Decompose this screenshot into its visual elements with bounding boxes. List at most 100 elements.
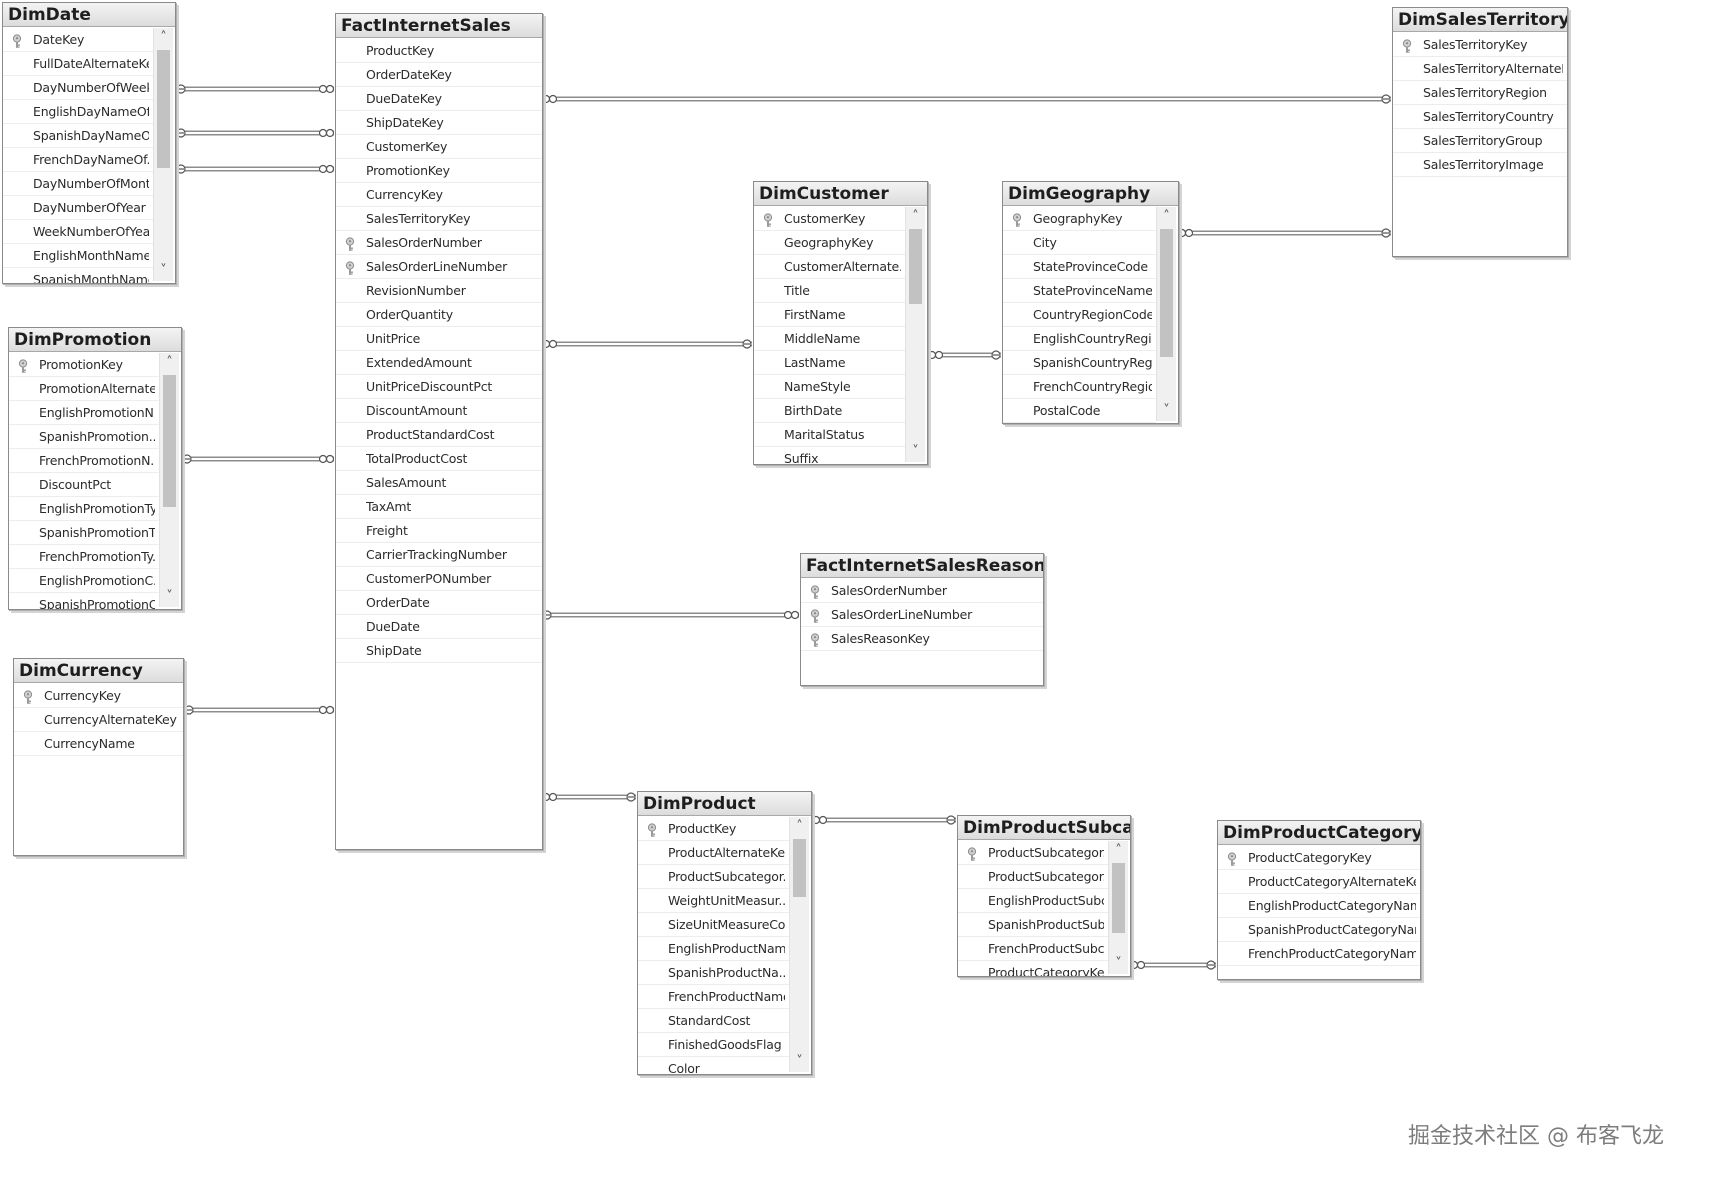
column-row[interactable]: CustomerPONumber — [336, 567, 542, 591]
column-row[interactable]: DayNumberOfYear — [3, 196, 153, 220]
column-row[interactable]: ExtendedAmount — [336, 351, 542, 375]
column-row[interactable]: CarrierTrackingNumber — [336, 543, 542, 567]
scroll-up-icon[interactable]: ˄ — [912, 209, 919, 224]
column-row[interactable]: Suffix — [754, 447, 905, 464]
column-row[interactable]: StateProvinceCode — [1003, 255, 1156, 279]
scroll-down-icon[interactable]: ˅ — [166, 589, 173, 604]
vertical-scrollbar[interactable]: ˄˅ — [789, 817, 809, 1072]
relationship-line-dimproduct-factinternetsales[interactable] — [541, 792, 636, 802]
scroll-up-icon[interactable]: ˄ — [1163, 209, 1170, 224]
column-row[interactable]: EnglishPromotionC... — [9, 569, 159, 593]
table-title[interactable]: DimProduct — [638, 792, 811, 816]
scroll-down-icon[interactable]: ˅ — [1115, 956, 1122, 971]
scroll-thumb[interactable] — [1160, 229, 1173, 357]
column-row[interactable]: FrenchProductName — [638, 985, 789, 1009]
table-title[interactable]: DimProductCategory — [1218, 821, 1420, 845]
scroll-thumb[interactable] — [163, 375, 176, 507]
column-row[interactable]: UnitPrice — [336, 327, 542, 351]
column-row[interactable]: TotalProductCost — [336, 447, 542, 471]
table-dimproductsubcategory[interactable]: DimProductSubcategProductSubcategor...Pr… — [957, 815, 1131, 977]
column-row[interactable]: GeographyKey — [754, 231, 905, 255]
column-row[interactable]: StateProvinceName — [1003, 279, 1156, 303]
column-row[interactable]: SpanishMonthName — [3, 268, 153, 283]
column-row[interactable]: OrderDate — [336, 591, 542, 615]
column-row[interactable]: RevisionNumber — [336, 279, 542, 303]
scroll-up-icon[interactable]: ˄ — [166, 355, 173, 370]
column-row[interactable]: FirstName — [754, 303, 905, 327]
column-row[interactable]: StandardCost — [638, 1009, 789, 1033]
table-title[interactable]: DimCurrency — [14, 659, 183, 683]
column-row[interactable]: FrenchDayNameOf... — [3, 148, 153, 172]
column-row[interactable]: EnglishCountryRegi... — [1003, 327, 1156, 351]
column-row[interactable]: SalesOrderLineNumber — [801, 603, 1043, 627]
column-row[interactable]: SpanishPromotionC... — [9, 593, 159, 609]
column-row[interactable]: ProductAlternateKey — [638, 841, 789, 865]
column-row[interactable]: SizeUnitMeasureCo... — [638, 913, 789, 937]
column-row[interactable]: DiscountAmount — [336, 399, 542, 423]
column-row[interactable]: SpanishProductCategoryName — [1218, 918, 1420, 942]
relationship-line-dimgeography-dimsalesterritory[interactable] — [1177, 228, 1391, 238]
table-title[interactable]: DimCustomer — [754, 182, 927, 206]
column-row[interactable]: SalesTerritoryAlternateK... — [1393, 57, 1567, 81]
scroll-down-icon[interactable]: ˅ — [160, 263, 167, 278]
column-row[interactable]: ShipDate — [336, 639, 542, 663]
column-row[interactable]: SpanishPromotion... — [9, 425, 159, 449]
column-row[interactable]: ProductCategoryKey — [1218, 846, 1420, 870]
scroll-down-icon[interactable]: ˅ — [912, 444, 919, 459]
column-row[interactable]: OrderQuantity — [336, 303, 542, 327]
column-row[interactable]: BirthDate — [754, 399, 905, 423]
column-row[interactable]: DayNumberOfMonth — [3, 172, 153, 196]
table-title[interactable]: DimGeography — [1003, 182, 1178, 206]
table-title[interactable]: DimSalesTerritory — [1393, 8, 1567, 32]
column-row[interactable]: SpanishPromotionT... — [9, 521, 159, 545]
vertical-scrollbar[interactable]: ˄˅ — [1156, 207, 1176, 421]
column-row[interactable]: PromotionKey — [9, 353, 159, 377]
column-row[interactable]: SalesTerritoryKey — [1393, 33, 1567, 57]
column-row[interactable]: OrderDateKey — [336, 63, 542, 87]
table-title[interactable]: FactInternetSales — [336, 14, 542, 38]
column-row[interactable]: EnglishProductSubc... — [958, 889, 1108, 913]
column-row[interactable]: SalesAmount — [336, 471, 542, 495]
column-row[interactable]: EnglishProductName — [638, 937, 789, 961]
scroll-thumb[interactable] — [1112, 863, 1125, 933]
column-row[interactable]: FrenchCountryRegio... — [1003, 375, 1156, 399]
column-row[interactable]: CurrencyName — [14, 732, 183, 756]
column-row[interactable]: Color — [638, 1057, 789, 1074]
column-row[interactable]: WeightUnitMeasur... — [638, 889, 789, 913]
column-row[interactable]: NameStyle — [754, 375, 905, 399]
column-row[interactable]: ProductCategoryAlternateKey — [1218, 870, 1420, 894]
relationship-line-dimdate-factinternetsales[interactable] — [176, 84, 335, 94]
column-row[interactable]: Freight — [336, 519, 542, 543]
column-row[interactable]: SpanishDayNameO... — [3, 124, 153, 148]
column-row[interactable]: MaritalStatus — [754, 423, 905, 447]
column-row[interactable]: SalesOrderLineNumber — [336, 255, 542, 279]
column-row[interactable]: DueDateKey — [336, 87, 542, 111]
column-row[interactable]: PromotionAlternate... — [9, 377, 159, 401]
column-row[interactable]: MiddleName — [754, 327, 905, 351]
column-row[interactable]: EnglishProductCategoryName — [1218, 894, 1420, 918]
column-row[interactable]: CurrencyAlternateKey — [14, 708, 183, 732]
column-row[interactable]: FrenchProductCategoryName — [1218, 942, 1420, 966]
column-row[interactable]: CountryRegionCode — [1003, 303, 1156, 327]
column-row[interactable]: EnglishDayNameOf... — [3, 100, 153, 124]
column-row[interactable]: SalesTerritoryKey — [336, 207, 542, 231]
column-row[interactable]: CurrencyKey — [336, 183, 542, 207]
column-row[interactable]: DateKey — [3, 28, 153, 52]
vertical-scrollbar[interactable]: ˄˅ — [153, 28, 173, 281]
column-row[interactable]: WeekNumberOfYear — [3, 220, 153, 244]
column-row[interactable]: SpanishProductSub... — [958, 913, 1108, 937]
scroll-up-icon[interactable]: ˄ — [796, 819, 803, 834]
scroll-up-icon[interactable]: ˄ — [1115, 843, 1122, 858]
scroll-thumb[interactable] — [793, 839, 806, 897]
column-row[interactable]: SalesTerritoryGroup — [1393, 129, 1567, 153]
column-row[interactable]: SalesTerritoryCountry — [1393, 105, 1567, 129]
column-row[interactable]: Title — [754, 279, 905, 303]
